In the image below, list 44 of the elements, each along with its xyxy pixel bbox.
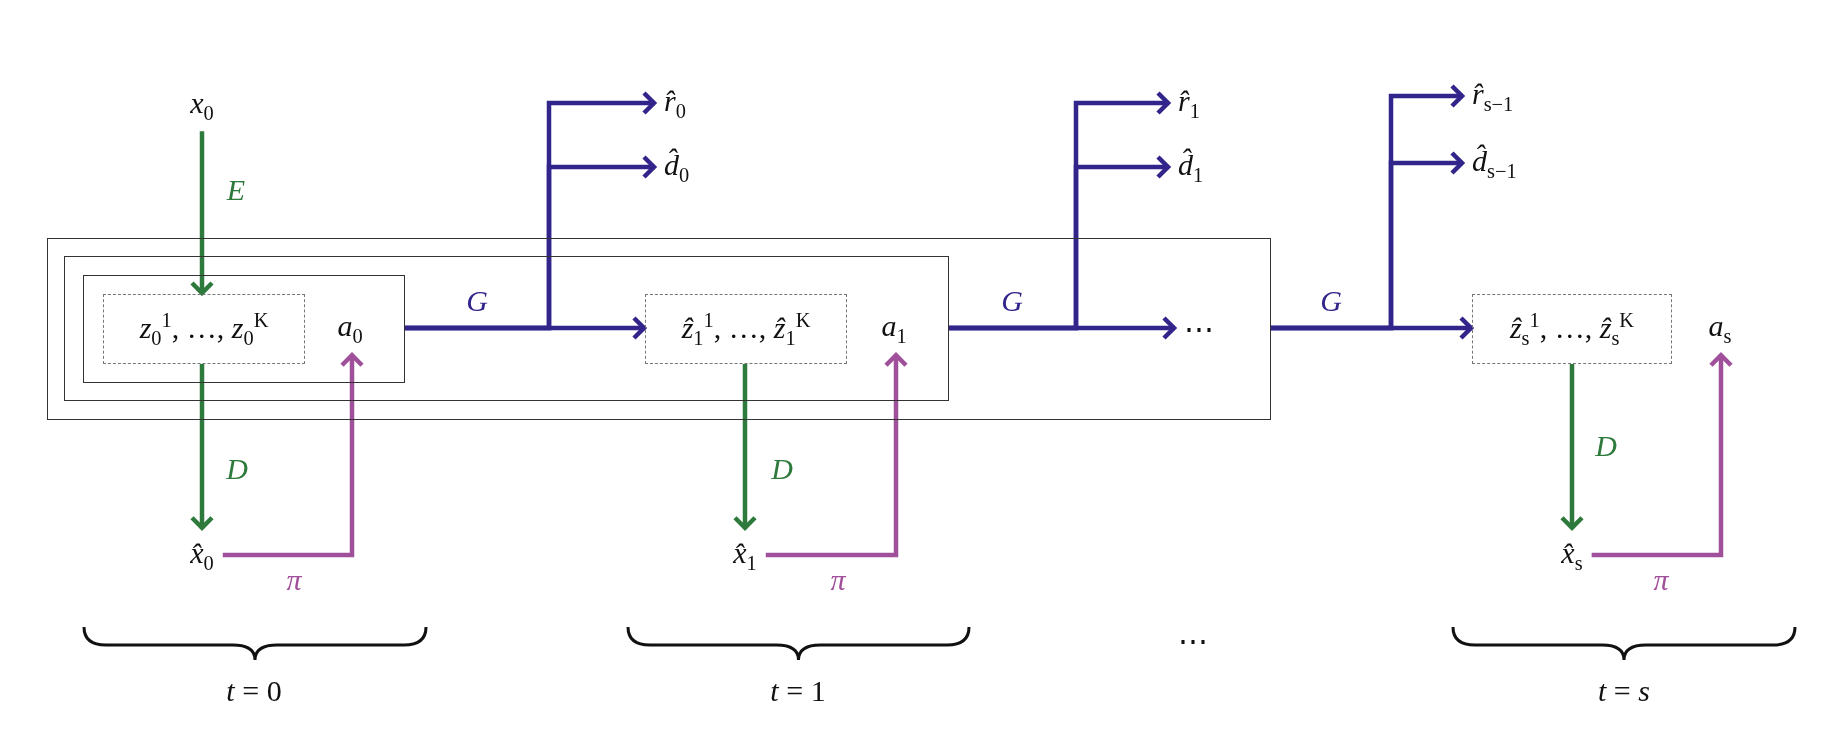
arrow — [405, 154, 657, 331]
arrow — [1591, 352, 1734, 558]
edge-label: π — [286, 563, 302, 597]
math-label: t = 1 — [770, 674, 826, 708]
edge-label: D — [771, 452, 793, 486]
math-label: d̂$_{s−1}$ — [1468, 141, 1521, 185]
dashed-box — [645, 294, 847, 364]
arrow — [732, 364, 758, 531]
outline-box — [47, 238, 1271, 420]
edge-label: E — [226, 173, 246, 207]
edge-label: π — [1653, 563, 1669, 597]
math-label: x̂$_{s}$ — [1557, 533, 1587, 577]
arrow — [189, 131, 215, 296]
math-label: r̂$_{0}$ — [660, 81, 690, 125]
math-label: d̂$_{0}$ — [660, 145, 694, 189]
dashed-box — [1472, 294, 1672, 364]
edge-label: G — [466, 284, 488, 318]
math-label: x̂$_{0}$ — [186, 533, 218, 577]
edge-label: π — [830, 563, 846, 597]
math-label: d̂$_{1}$ — [1174, 145, 1208, 189]
math-label: a$_{0}$ — [333, 306, 367, 350]
dashed-box — [103, 294, 305, 364]
math-label: t = 0 — [226, 674, 282, 708]
arrow — [1271, 150, 1465, 331]
math-label: r̂$_{s−1}$ — [1468, 74, 1518, 118]
arrow — [1559, 364, 1585, 531]
edge-label: D — [1595, 429, 1617, 463]
math-label: ⋯ — [1180, 309, 1218, 347]
math-label: a$_{1}$ — [877, 306, 911, 350]
math-label: t = s — [1598, 674, 1650, 708]
arrow — [949, 154, 1171, 331]
edge-label: G — [1320, 284, 1342, 318]
edge-label: G — [1001, 284, 1023, 318]
arrow — [222, 352, 365, 558]
edge-label: D — [226, 452, 248, 486]
math-label: ⋯ — [1178, 622, 1208, 658]
outline-box — [64, 256, 949, 401]
arrow — [765, 352, 909, 558]
math-label: r̂$_{1}$ — [1174, 81, 1204, 125]
outline-box — [83, 275, 405, 383]
arrow — [189, 364, 215, 531]
math-label: x̂$_{1}$ — [729, 533, 761, 577]
math-label: a$_{s}$ — [1704, 306, 1736, 350]
math-label: x$_{0}$ — [186, 83, 218, 127]
